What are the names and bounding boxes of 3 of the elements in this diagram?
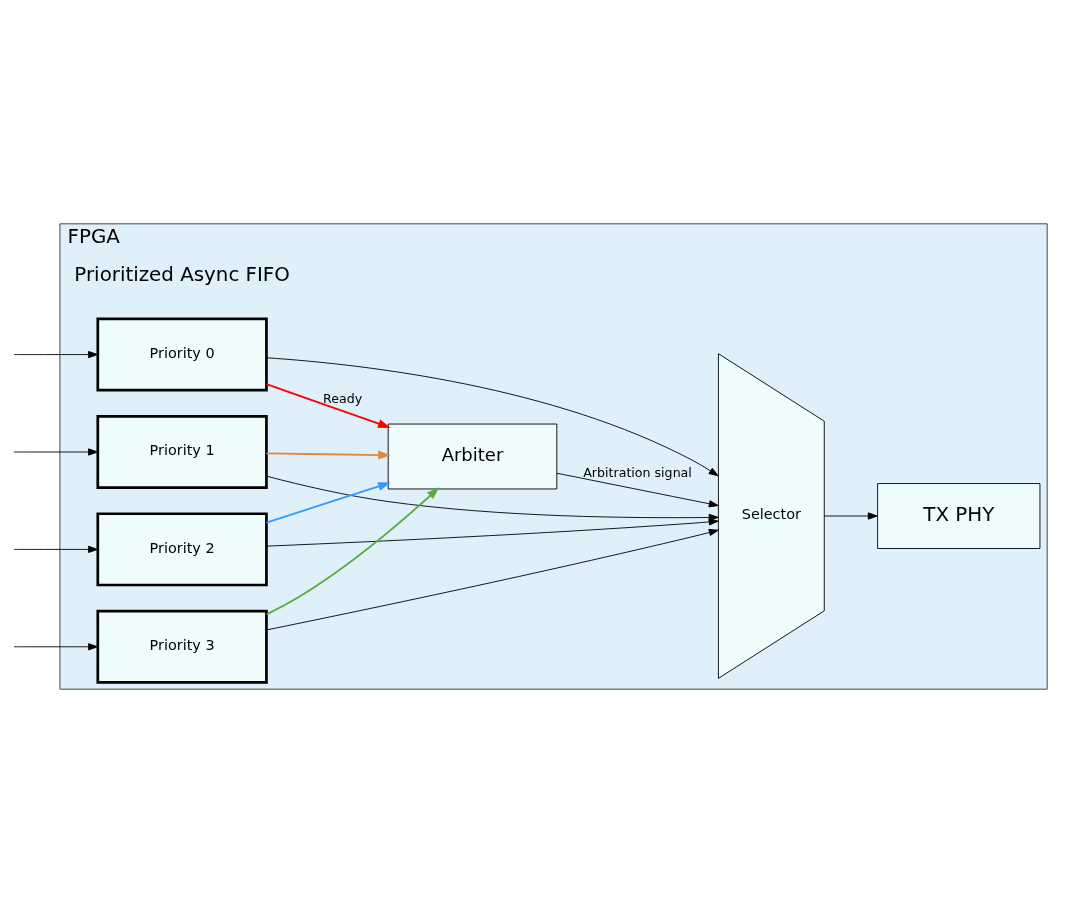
edge-label: Ready [323,390,363,406]
label: Prioritized Async FIFO [74,263,290,287]
edge-label: Arbitration signal [583,464,692,480]
